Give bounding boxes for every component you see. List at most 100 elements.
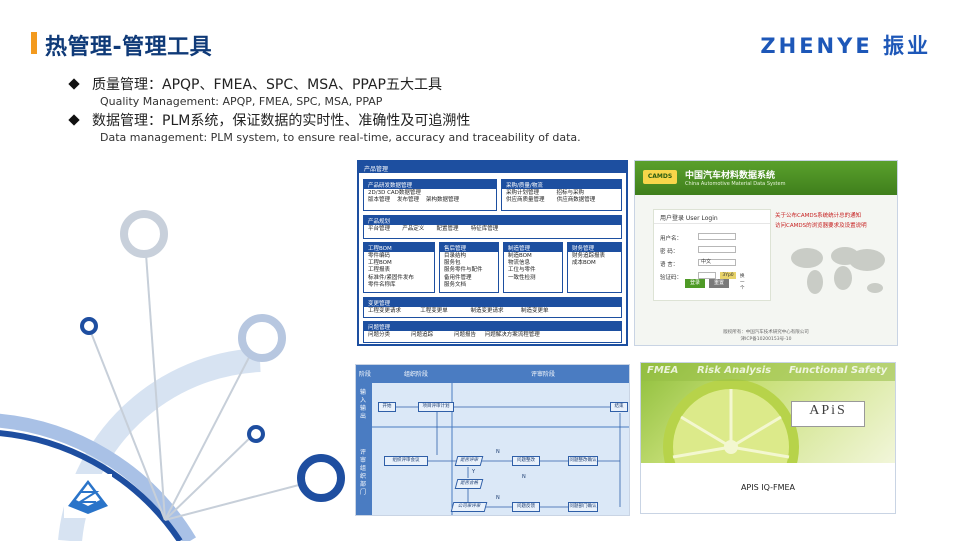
process-side-column: 输入输出 评审组织部门 <box>356 383 372 515</box>
plm-section: 财务管理 财务追踪报表 成本BOM <box>567 242 622 293</box>
process-connectors <box>372 383 629 515</box>
captcha-row: 验证码： 3Yp0 换一个 <box>660 272 745 291</box>
plm-section-title: 制造管理 <box>504 243 562 252</box>
language-row: 语 言： 中文 <box>660 259 736 268</box>
flow-dept-confirm: 问题部门确认 <box>568 502 598 512</box>
password-row: 密 码： <box>660 246 736 255</box>
plm-section-title: 产品研发数据管理 <box>364 180 496 189</box>
flow-rectify: 问题整改 <box>512 456 540 466</box>
camds-header: CAMDS 中国汽车材料数据系统 China Automotive Materi… <box>635 161 897 195</box>
plm-section: 产品研发数据管理 2D/3D CAD数据管理 版本管理 发布管理 架构数据管理 <box>363 179 497 211</box>
copyright-text: 版权所有：中国汽车技术研究中心有限公司 <box>723 330 809 335</box>
flow-plan: 项目评审计划 <box>418 402 454 412</box>
plm-section-text: 工程变更请求 工程变更单 制造变更请求 制造变更单 <box>368 308 549 314</box>
plm-section: 采购/质量/物流 采购计划管理 招标与采购 供应商质量管理 供应商数据管理 <box>501 179 622 211</box>
plm-section-title: 变更管理 <box>364 298 621 307</box>
captcha-image: 3Yp0 <box>720 272 736 279</box>
apis-banner-image: FMEA Risk Analysis Functional Safety APi… <box>641 363 895 463</box>
login-button[interactable]: 登录 <box>685 279 705 288</box>
plm-section-title: 产品规划 <box>364 216 621 225</box>
plm-section: 制造管理 制造BOM 物流信息 工位与零件 一致性检测 <box>503 242 563 293</box>
apis-screenshot: FMEA Risk Analysis Functional Safety APi… <box>640 362 896 514</box>
plm-section-title: 采购/质量/物流 <box>502 180 621 189</box>
plm-section-text: 财务追踪报表 成本BOM <box>572 253 606 267</box>
bullet-quality-text: 质量管理：APQP、FMEA、SPC、MSA、PPAP五大工具 <box>92 77 442 93</box>
reset-button[interactable]: 重置 <box>709 279 729 288</box>
flow-end: 结束 <box>610 402 628 412</box>
flow-meeting: 组织评审会议 <box>384 456 428 466</box>
apis-band: FMEA Risk Analysis Functional Safety <box>641 363 895 381</box>
plm-section-text: 制造BOM 物流信息 工位与零件 一致性检测 <box>508 253 536 281</box>
flow-company-review: 公司审评审 <box>450 502 488 512</box>
title-accent <box>31 32 37 54</box>
camds-subtitle: China Automotive Material Data System <box>685 181 786 187</box>
captcha-label: 验证码： <box>660 275 683 281</box>
icp-text: 津ICP备10200153号-10 <box>740 337 792 342</box>
bullet-quality-en: Quality Management: APQP, FMEA, SPC, MSA… <box>100 95 383 108</box>
flow-mark: Y <box>472 469 476 475</box>
plm-section: 产品规划 平台管理 产品定义 配置管理 特征库管理 <box>363 215 622 239</box>
flow-feedback: 问题反馈 <box>512 502 540 512</box>
plm-header: 产品管理 <box>359 162 626 173</box>
process-body: 开始 项目评审计划 结束 组织评审会议 是否评审 问题整改 问题整改确认 是否合… <box>372 383 629 515</box>
process-header: 阶段 组织阶段 评审阶段 <box>356 365 629 383</box>
username-label: 用户名： <box>660 236 683 242</box>
side-label-io: 输入输出 <box>360 389 367 420</box>
password-label: 密 码： <box>660 249 679 255</box>
bullet-data-en: Data management: PLM system, to ensure r… <box>100 131 581 144</box>
plm-section-title: 工程BOM <box>364 243 434 252</box>
plm-screenshot: 产品管理 产品研发数据管理 2D/3D CAD数据管理 版本管理 发布管理 架构… <box>357 160 628 346</box>
plm-section-title: 财务管理 <box>568 243 621 252</box>
language-select[interactable]: 中文 <box>698 259 736 266</box>
plm-section-text: 零件编码 工程BOM 工程报表 标准件/紧固件发布 零件名称库 <box>368 253 414 288</box>
plm-section-text: 平台管理 产品定义 配置管理 特征库管理 <box>368 226 499 232</box>
notice-link[interactable]: 关于公布CAMDS系统统计总的通知 <box>775 213 862 219</box>
camds-logo: CAMDS <box>643 170 677 184</box>
apis-product-name: APiS <box>809 403 847 418</box>
lime-slice-image <box>663 379 799 463</box>
language-label: 语 言： <box>660 262 679 268</box>
camds-footer: 版权所有：中国汽车技术研究中心有限公司 津ICP备10200153号-10 <box>635 329 897 343</box>
plm-section: 工程BOM 零件编码 工程BOM 工程报表 标准件/紧固件发布 零件名称库 <box>363 242 435 293</box>
process-header-review: 评审阶段 <box>531 371 556 378</box>
plm-section-text: 目录结构 服务包 服务零件与配件 备用件管理 服务文档 <box>444 253 483 288</box>
flow-decision-pass: 是否合格 <box>454 479 484 489</box>
banner-risk: Risk Analysis <box>697 365 772 376</box>
notice-links: 关于公布CAMDS系统统计总的通知 访问CAMDS的浏览器要求及设置说明 <box>775 211 867 231</box>
world-map-icon <box>791 247 885 294</box>
process-header-org: 组织阶段 <box>404 371 429 378</box>
plm-section-title: 售后管理 <box>440 243 498 252</box>
process-header-stage: 阶段 <box>359 371 372 378</box>
plm-section-text: 采购计划管理 招标与采购 供应商质量管理 供应商数据管理 <box>506 190 596 204</box>
banner-fmea: FMEA <box>647 365 679 376</box>
apis-caption: APIS IQ-FMEA <box>740 483 796 492</box>
plm-section: 售后管理 目录结构 服务包 服务零件与配件 备用件管理 服务文档 <box>439 242 499 293</box>
captcha-input[interactable] <box>698 272 716 279</box>
username-row: 用户名： <box>660 233 736 242</box>
plm-section-text: 问题分类 问题追踪 问题报告 问题解决方案流程管理 <box>368 332 540 338</box>
plm-section: 问题管理 问题分类 问题追踪 问题报告 问题解决方案流程管理 <box>363 321 622 343</box>
flow-start: 开始 <box>378 402 396 412</box>
login-title: 用户登录 User Login <box>654 210 770 224</box>
flow-rectify-confirm: 问题整改确认 <box>568 456 598 466</box>
bullet-quality: 质量管理：APQP、FMEA、SPC、MSA、PPAP五大工具 <box>68 74 442 94</box>
notice-link[interactable]: 访问CAMDS的浏览器要求及设置说明 <box>775 223 867 229</box>
apis-logo-card: APiS <box>791 401 865 427</box>
diamond-bullet-icon <box>68 78 80 90</box>
banner-safety: Functional Safety <box>789 365 888 376</box>
review-process-diagram: 阶段 组织阶段 评审阶段 输入输出 评审组织部门 <box>355 364 630 516</box>
flow-mark: N <box>522 474 526 480</box>
username-input[interactable] <box>698 233 736 240</box>
flow-mark: N <box>496 495 500 501</box>
flow-decision-review: 是否评审 <box>454 456 484 466</box>
bullet-data: 数据管理：PLM系统，保证数据的实时性、准确性及可追溯性 <box>68 110 470 130</box>
flow-mark: N <box>496 449 500 455</box>
plm-section-title: 问题管理 <box>364 322 621 331</box>
captcha-refresh-link[interactable]: 换一个 <box>740 274 745 291</box>
plm-section: 变更管理 工程变更请求 工程变更单 制造变更请求 制造变更单 <box>363 297 622 318</box>
camds-title: 中国汽车材料数据系统 <box>685 171 776 181</box>
plm-section-text: 2D/3D CAD数据管理 版本管理 发布管理 架构数据管理 <box>368 190 459 204</box>
company-logo: ZHENYE 振业 <box>760 34 931 58</box>
password-input[interactable] <box>698 246 736 253</box>
